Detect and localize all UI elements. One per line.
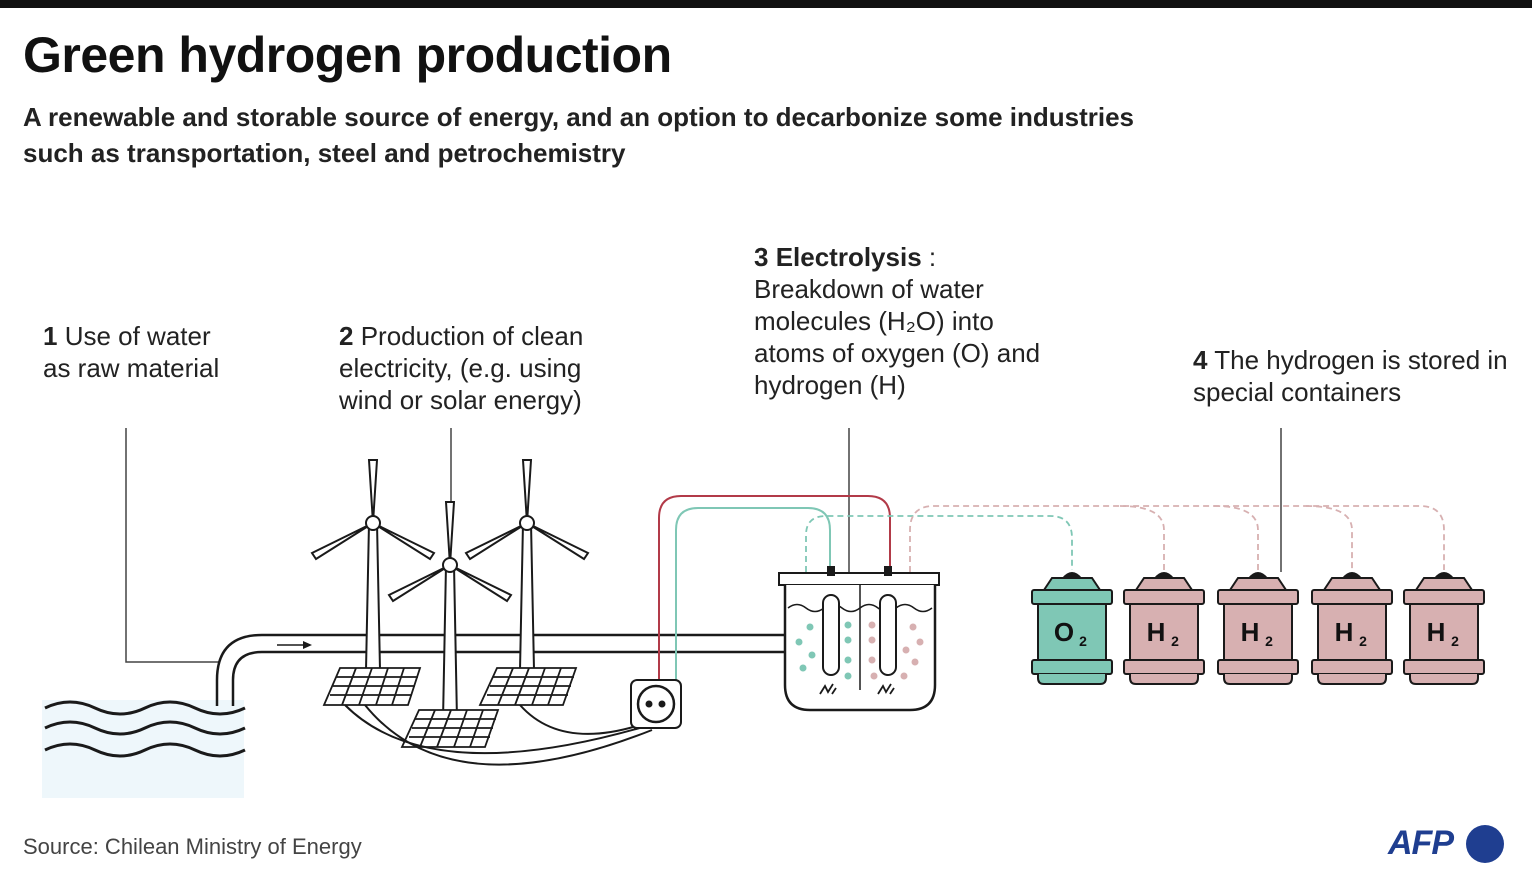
tank-label: O [1054,617,1074,647]
source-note: Source: Chilean Ministry of Energy [23,834,362,859]
water-icon [42,700,246,798]
step-text: Production of clean electricity, (e.g. u… [339,321,584,415]
feed-lines [658,495,891,680]
logo-dot-icon [1466,825,1504,863]
tank-label-subscript: 2 [1451,633,1459,649]
power-socket-icon [630,679,682,729]
tank-label: H [1241,617,1260,647]
step-text: The hydrogen is stored in special contai… [1193,345,1508,407]
step-number: 4 [1193,345,1208,375]
step-text: Breakdown of water molecules (H₂O) into … [754,274,1041,400]
tank-label: H [1335,617,1354,647]
solar-panel-icon [400,709,500,748]
power-cables [344,704,653,766]
step-number: 1 [43,321,58,351]
page-title: Green hydrogen production [23,27,672,83]
tank-label-subscript: 2 [1171,633,1179,649]
wind-turbine-icon [464,459,590,671]
step-heading: Electrolysis [768,242,922,272]
tank-label: H [1147,617,1166,647]
step-1-label: 1 Use of water as raw material [43,320,223,384]
solar-panel-icon [478,667,578,706]
tank-label-subscript: 2 [1079,633,1087,649]
tank-label: H [1427,617,1446,647]
top-rule [0,0,1532,8]
step-number: 2 [339,321,354,351]
step-text: Use of water as raw material [43,321,220,383]
gas-lines [805,505,1445,572]
step-2-label: 2 Production of clean electricity, (e.g.… [339,320,629,416]
step-4-label: 4 The hydrogen is stored in special cont… [1193,344,1513,408]
step-heading-colon: : [921,242,937,272]
page-subtitle: A renewable and storable source of energ… [23,102,1135,168]
logo-text: AFP [1388,824,1454,862]
solar-panel-icon [322,667,422,706]
water-pipe [215,633,785,706]
tank-label-subscript: 2 [1265,633,1273,649]
leader-lines [125,428,1282,663]
afp-logo: AFP [1388,822,1508,866]
tank-label-subscript: 2 [1359,633,1367,649]
step-number: 3 [754,242,769,272]
electrolyzer [778,566,940,712]
solar-panels [322,667,578,748]
wind-turbine-icon [310,459,436,671]
step-3-label: 3 Electrolysis :Breakdown of water molec… [754,241,1054,401]
